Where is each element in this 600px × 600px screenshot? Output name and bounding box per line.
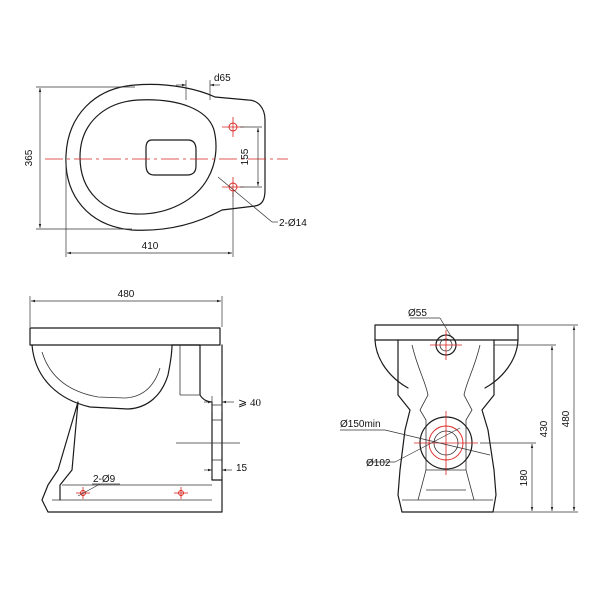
front-view-pedestal <box>397 339 497 513</box>
top-view-outline <box>65 83 266 231</box>
dim-label-2-d14: 2-Ø14 <box>279 218 307 229</box>
top-view-bowl-opening <box>145 139 197 176</box>
dim-label-480-side: 480 <box>118 289 135 300</box>
side-view-top <box>29 327 221 346</box>
top-view-rim <box>79 99 217 215</box>
dim-label-410: 410 <box>142 241 159 252</box>
front-view-top <box>374 324 519 341</box>
dim-label-180: 180 <box>519 469 530 486</box>
front-view: Ø55 Ø150min Ø102 180 430 480 <box>340 308 578 513</box>
side-view-pedestal <box>41 401 223 513</box>
front-view-bowl <box>374 339 519 389</box>
dim-label-155: 155 <box>240 148 251 165</box>
top-view-fix-hole-lower <box>228 182 238 192</box>
dim-label-2-d9: 2-Ø9 <box>93 474 116 485</box>
side-view-bowl-inner <box>41 351 161 399</box>
front-view-trap <box>411 344 481 501</box>
dim-label-d55: Ø55 <box>408 308 427 319</box>
top-view: 365 410 d65 155 2-Ø14 <box>24 73 307 257</box>
side-view-floor-hole-rear <box>178 490 184 496</box>
dim-label-15: 15 <box>236 463 248 474</box>
side-view-bowl <box>31 344 173 410</box>
dim-label-d150min: Ø150min <box>340 419 381 430</box>
side-view-body <box>171 344 223 481</box>
dim-label-480-front: 480 <box>561 410 572 427</box>
dim-label-430: 430 <box>539 420 550 437</box>
dim-label-365: 365 <box>24 149 35 166</box>
dim-label-min40: ⩾ 40 <box>238 397 261 409</box>
top-view-fix-hole-upper <box>228 122 238 132</box>
dim-label-d102: Ø102 <box>366 458 391 469</box>
dim-label-d65: d65 <box>214 73 231 84</box>
side-view-floor-hole-front <box>80 490 86 496</box>
side-view: 2-Ø9 480 ⩾ 40 15 <box>29 289 261 513</box>
